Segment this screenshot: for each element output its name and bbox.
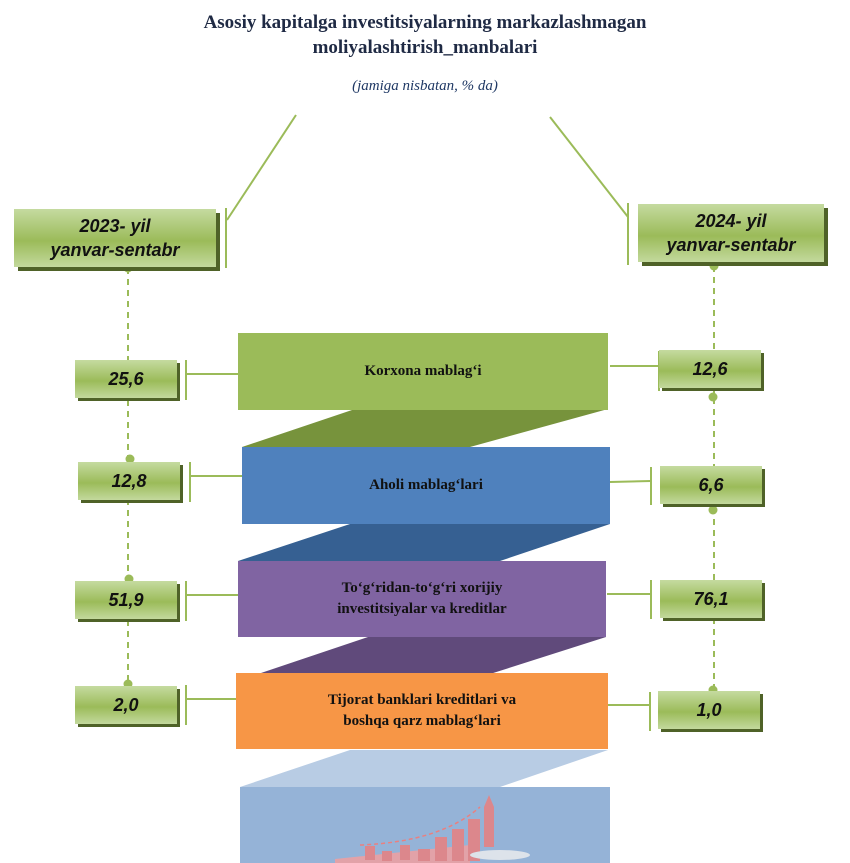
title-connector-right [549, 116, 629, 218]
rocket-growth-icon [335, 795, 530, 863]
value-2024-korxona: 12,6 [659, 350, 761, 388]
period-box-2024: 2024- yil yanvar-sentabr [638, 204, 824, 262]
band-label-line-2: investitsiyalar va kreditlar [337, 601, 507, 617]
value-2023-tijorat: 2,0 [75, 686, 177, 724]
band-label-line-2: boshqa qarz mablag‘lari [343, 713, 501, 729]
period-year: 2023- yil [79, 216, 151, 236]
title-connector-left [226, 114, 297, 221]
timeline-dot [709, 261, 719, 271]
ribbon-fold-purple [258, 637, 606, 674]
value-2024-aholi: 6,6 [660, 466, 762, 504]
timeline-dot [708, 505, 718, 515]
left-connectors [185, 360, 242, 725]
timeline-dot [125, 454, 135, 464]
band-illustration [240, 787, 610, 863]
band-label: Aholi mablag‘lari [369, 477, 483, 493]
right-connectors [606, 351, 660, 731]
chart-title-line-2: moliyalashtirish_manbalari [312, 37, 538, 58]
period-box-2023: 2023- yil yanvar-sentabr [14, 209, 216, 267]
value-2023-xorijiy: 51,9 [75, 581, 177, 619]
band-label-line-1: To‘g‘ridan-to‘g‘ri xorijiy [341, 580, 503, 596]
timeline-dot [708, 392, 718, 402]
band-xorijiy: To‘g‘ridan-to‘g‘ri xorijiy investitsiyal… [238, 561, 606, 637]
period-months: yanvar-sentabr [50, 240, 180, 260]
chart-subtitle: (jamiga nisbatan, % da) [352, 78, 498, 94]
value-2024-xorijiy: 76,1 [660, 580, 762, 618]
band-korxona: Korxona mablag‘i [238, 333, 608, 410]
band-tijorat: Tijorat banklari kreditlari va boshqa qa… [236, 673, 608, 749]
ribbon-fold-lightblue [240, 750, 608, 787]
ribbon-fold-green [242, 409, 608, 447]
value-2024-tijorat: 1,0 [658, 691, 760, 729]
band-label: Korxona mablag‘i [364, 363, 482, 379]
value-2023-korxona: 25,6 [75, 360, 177, 398]
period-year: 2024- yil [695, 211, 767, 231]
ribbon-fold-blue [238, 524, 610, 561]
chart-title-line-1: Asosiy kapitalga investitsiyalarning mar… [203, 12, 647, 33]
band-label-line-1: Tijorat banklari kreditlari va [327, 692, 517, 708]
band-aholi: Aholi mablag‘lari [242, 447, 610, 524]
period-months: yanvar-sentabr [666, 235, 796, 255]
value-2023-aholi: 12,8 [78, 462, 180, 500]
